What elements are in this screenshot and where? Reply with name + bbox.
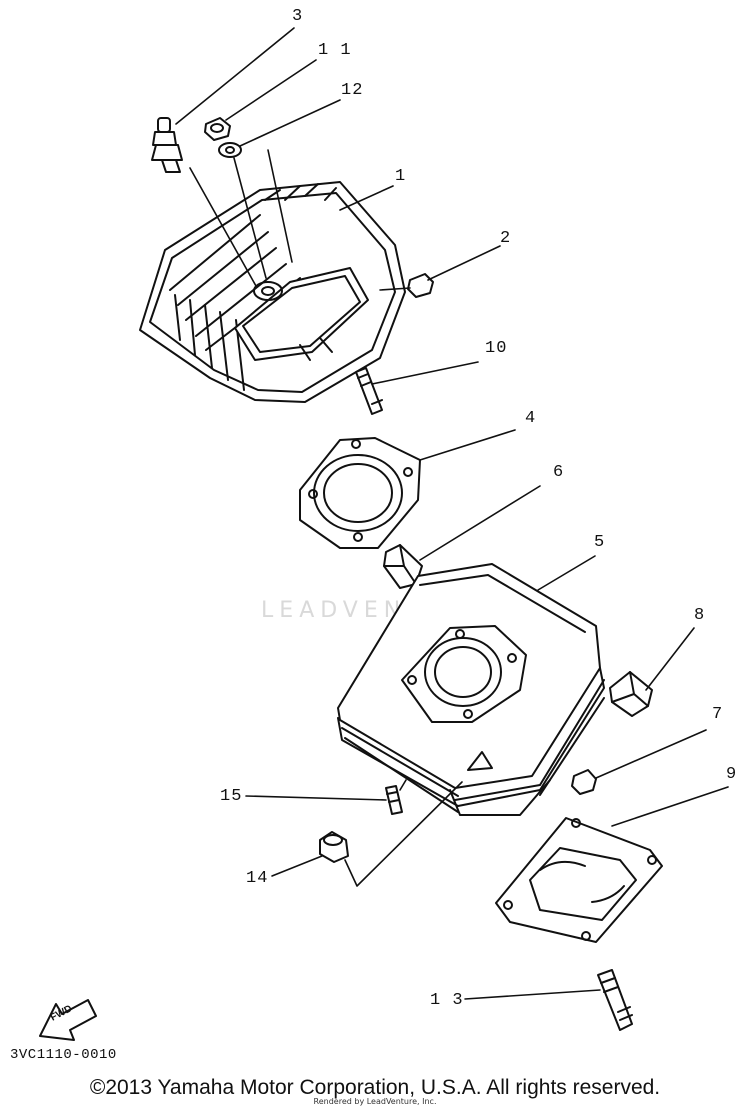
label-part-5: 5 [594, 533, 606, 552]
cylinder-head [139, 181, 406, 403]
spark-plug [151, 117, 183, 173]
damper-8 [609, 671, 653, 717]
label-part-13: 1 3 [430, 991, 464, 1010]
label-part-1: 1 [395, 167, 407, 186]
label-part-14: 14 [246, 869, 269, 888]
label-part-6: 6 [553, 463, 565, 482]
nut-7 [571, 769, 597, 795]
label-part-4: 4 [525, 409, 537, 428]
label-part-3: 3 [292, 7, 304, 26]
leader-lines [175, 27, 729, 1000]
fwd-arrow-icon [39, 999, 97, 1041]
label-part-11: 1 1 [318, 41, 352, 60]
label-part-7: 7 [712, 705, 724, 724]
damper-6 [383, 544, 423, 589]
stud-bolt-10 [355, 367, 383, 415]
stud-bolt-13 [597, 969, 633, 1031]
label-part-15: 15 [220, 787, 243, 806]
head-gasket [299, 437, 421, 549]
rendered-by-credit: Rendered by LeadVenture, Inc. [313, 1097, 437, 1106]
diagram-part-code: 3VC1110-0010 [10, 1047, 117, 1063]
nut-2 [407, 273, 434, 298]
cylinder [337, 563, 605, 816]
stud-15 [385, 785, 403, 815]
copyright-notice: ©2013 Yamaha Motor Corporation, U.S.A. A… [89, 1076, 661, 1099]
nut-11 [204, 117, 231, 141]
base-gasket [495, 817, 663, 943]
label-part-9: 9 [726, 765, 738, 784]
nut-14 [319, 831, 349, 863]
label-part-10: 10 [485, 339, 508, 358]
label-part-2: 2 [500, 229, 512, 248]
label-part-12: 12 [341, 81, 364, 100]
washer-12 [218, 142, 242, 158]
label-part-8: 8 [694, 606, 706, 625]
